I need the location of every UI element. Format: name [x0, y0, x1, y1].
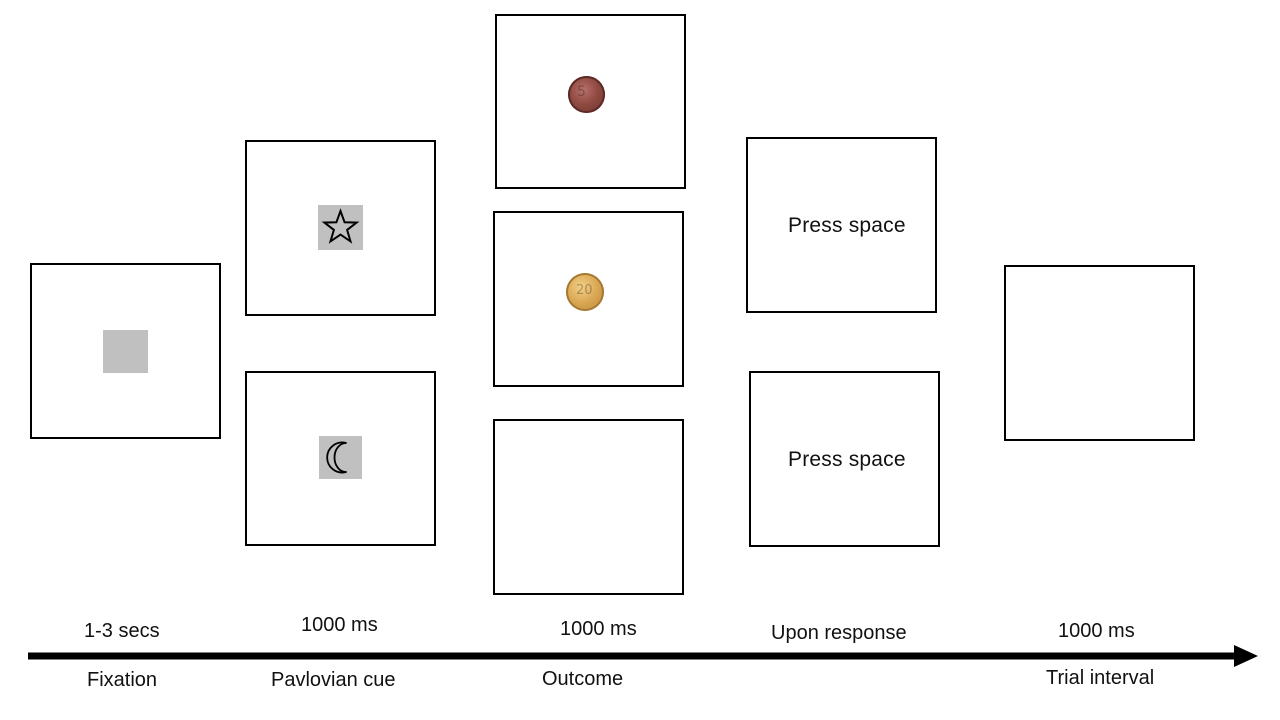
duration-outcome: 1000 ms	[560, 618, 637, 640]
duration-fixation: 1-3 secs	[84, 620, 160, 642]
duration-cue: 1000 ms	[301, 614, 378, 636]
duration-response: Upon response	[771, 622, 907, 644]
outcome-screen-gold: 20	[493, 211, 684, 387]
phase-outcome: Outcome	[542, 668, 624, 690]
coin-marking: 20	[576, 283, 593, 298]
crescent-moon-icon	[326, 441, 347, 474]
cue-gray-square-moon	[319, 436, 362, 479]
phase-pavlovian-cue: Pavlovian cue	[271, 669, 396, 691]
fixation-gray-square	[103, 330, 148, 373]
duration-trial-interval: 1000 ms	[1058, 620, 1135, 642]
response-screen-bottom: Press space	[749, 371, 940, 547]
response-screen-top: Press space	[746, 137, 937, 313]
outcome-screen-empty	[493, 419, 684, 595]
phase-trial-interval: Trial interval	[1046, 667, 1155, 689]
phase-fixation: Fixation	[87, 669, 158, 691]
cue-screen-moon	[245, 371, 436, 546]
copper-coin-image: 5	[568, 76, 605, 113]
cue-screen-star	[245, 140, 436, 316]
trial-interval-screen	[1004, 265, 1195, 441]
outcome-screen-copper: 5	[495, 14, 686, 189]
star-icon	[321, 208, 360, 244]
press-space-text: Press space	[788, 214, 906, 237]
gold-coin-image: 20	[566, 273, 604, 311]
press-space-text: Press space	[788, 448, 906, 471]
coin-marking: 5	[577, 84, 586, 100]
cue-gray-square-star	[318, 205, 363, 250]
fixation-screen	[30, 263, 221, 439]
